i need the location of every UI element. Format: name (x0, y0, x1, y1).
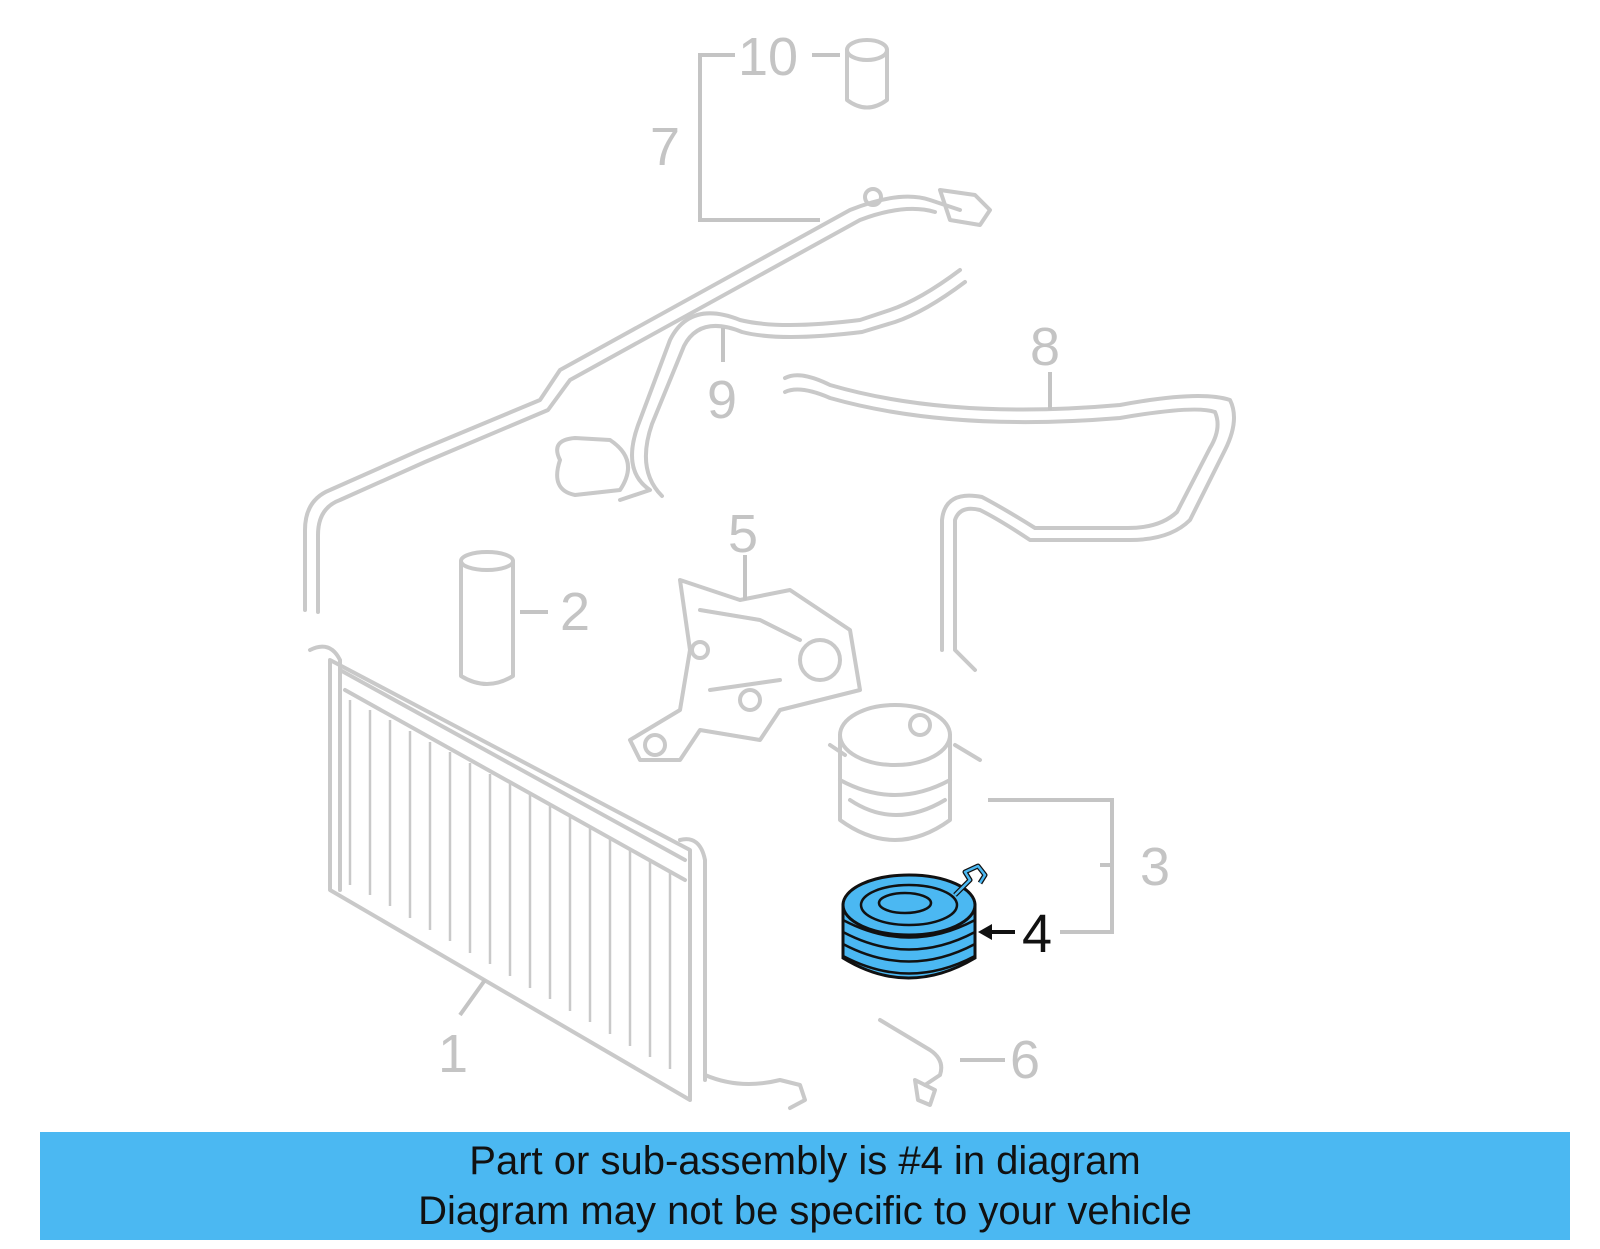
receiver-drier-part (459, 550, 515, 686)
clutch-coil-part (841, 863, 988, 980)
hose-assembly-part-7 (303, 38, 992, 614)
callout-1: 1 (438, 1024, 468, 1084)
leader-7 (698, 53, 820, 222)
callout-10: 10 (738, 27, 798, 87)
banner-line-disclaimer: Diagram may not be specific to your vehi… (418, 1189, 1192, 1233)
callout-9: 9 (707, 370, 737, 430)
leader-3 (988, 798, 1114, 934)
callout-4: 4 (1022, 904, 1052, 964)
callout-5: 5 (728, 504, 758, 564)
condenser-part (308, 644, 807, 1110)
hose-part-8 (783, 373, 1236, 672)
banner-line-part-number: Part or sub-assembly is #4 in diagram (469, 1139, 1141, 1183)
callout-3: 3 (1140, 837, 1170, 897)
callout-8: 8 (1030, 317, 1060, 377)
info-banner: Part or sub-assembly is #4 in diagram Di… (40, 1132, 1570, 1240)
compressor-bracket-part (628, 578, 862, 762)
callout-7: 7 (650, 117, 680, 177)
compressor-part (828, 703, 982, 842)
hose-part-9 (555, 268, 967, 502)
callout-6: 6 (1010, 1030, 1040, 1090)
callout-2: 2 (560, 582, 590, 642)
leader-1 (458, 978, 487, 1017)
leader-4-arrowhead (978, 924, 992, 940)
pipe-part-6 (878, 1018, 944, 1107)
